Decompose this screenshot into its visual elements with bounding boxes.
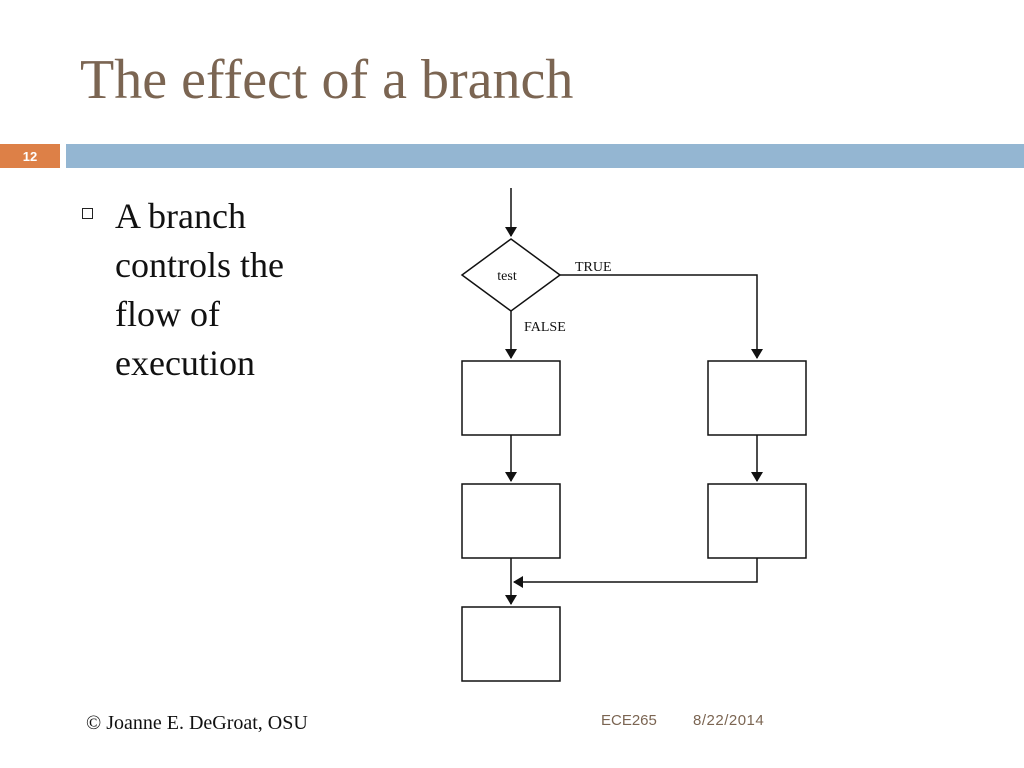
false-step-1-box	[461, 360, 561, 436]
true-label: TRUE	[575, 260, 612, 275]
bullet-line: flow of	[115, 294, 220, 334]
true-branch-line	[560, 274, 763, 359]
header-bar	[66, 144, 1024, 168]
slide-number: 12	[0, 144, 60, 168]
bullet-line: execution	[115, 343, 255, 383]
footer-date: 8/22/2014	[693, 712, 765, 729]
false-label: FALSE	[524, 320, 566, 335]
footer-course: ECE265	[601, 712, 657, 729]
merged-step-box	[461, 606, 561, 682]
slide-title: The effect of a branch	[80, 49, 574, 111]
merge-line	[513, 558, 758, 588]
decision-label: test	[497, 269, 517, 284]
false-step-2-box	[461, 483, 561, 559]
bullet-square-icon	[82, 208, 93, 219]
bullet-text: A branch controls the flow of execution	[115, 192, 345, 388]
true-step-2-box	[707, 483, 807, 559]
footer-copyright: © Joanne E. DeGroat, OSU	[86, 712, 308, 734]
true-step-1-box	[707, 360, 807, 436]
bullet-line: A branch	[115, 196, 246, 236]
bullet-line: controls the	[115, 245, 284, 285]
